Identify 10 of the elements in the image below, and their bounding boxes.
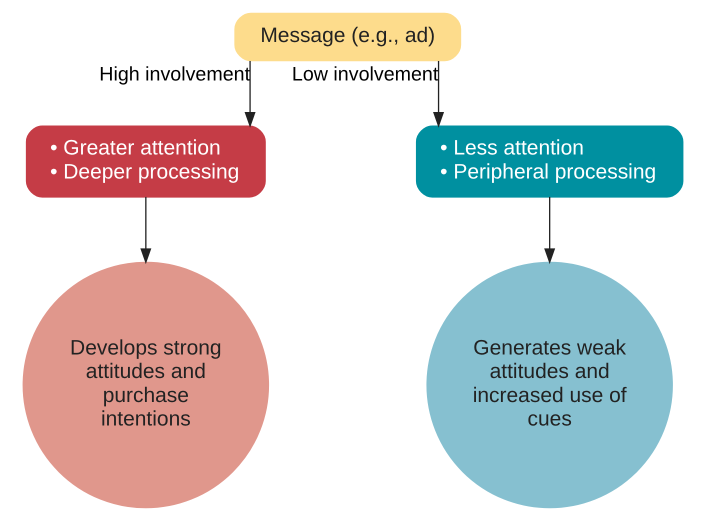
arrow	[140, 196, 151, 264]
node-box: Message (e.g., ad)	[234, 12, 461, 62]
node-circle: Develops strong attitudes and purchase intentions	[22, 262, 269, 508]
arrow	[244, 60, 256, 128]
node-box: • Greater attention • Deeper processing	[25, 125, 266, 198]
node-box: • Less attention • Peripheral processing	[415, 125, 683, 198]
arrow	[432, 60, 444, 128]
node-circle: Generates weak attitudes and increased use of cues	[426, 262, 672, 508]
arrow	[544, 196, 555, 264]
edge-label: Low involvement	[291, 63, 438, 86]
